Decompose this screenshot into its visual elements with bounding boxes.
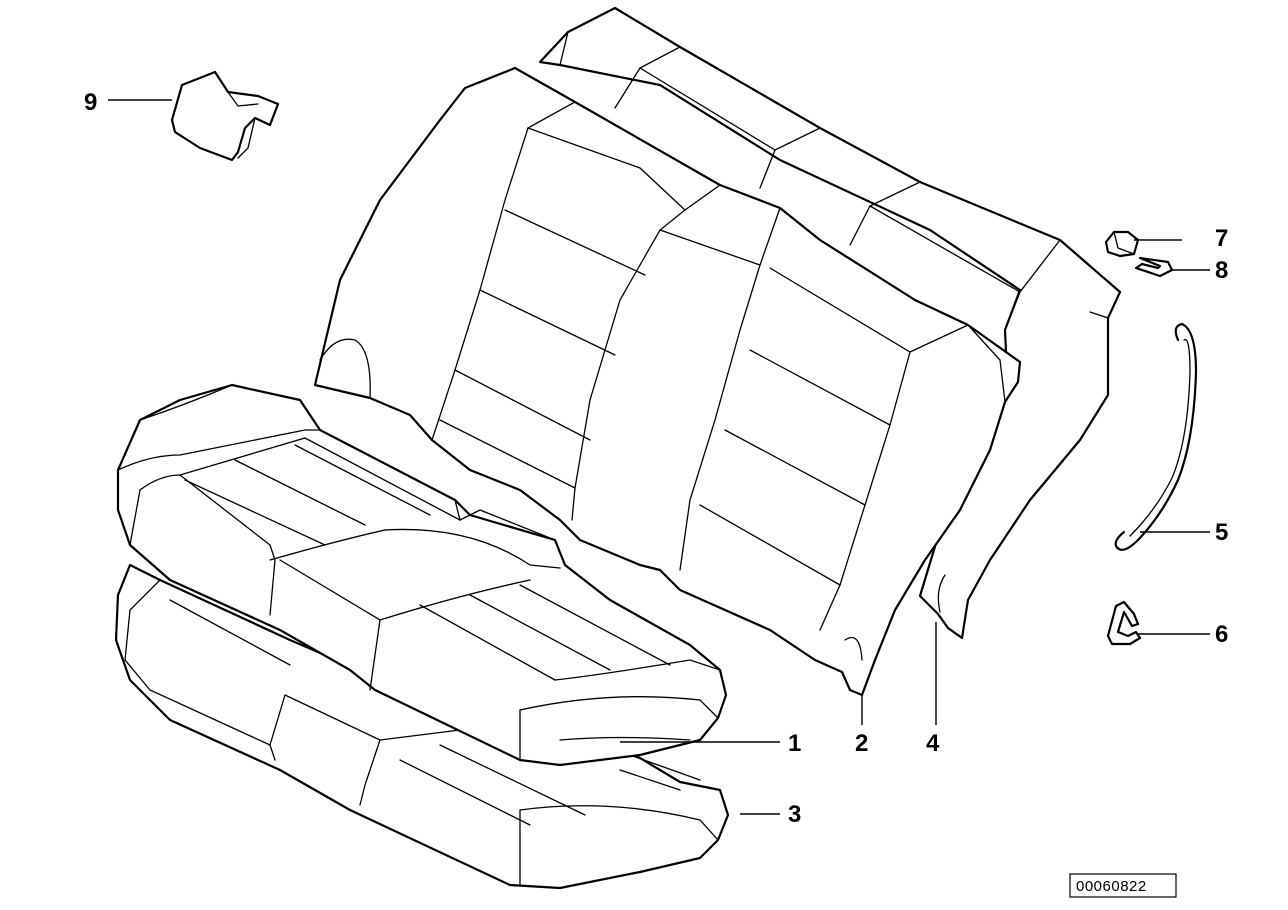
- callout-8: 8: [1215, 257, 1228, 284]
- reference-number: 00060822: [1076, 878, 1147, 895]
- callout-2: 2: [855, 730, 868, 757]
- callout-6: 6: [1215, 621, 1228, 648]
- cover-cap-shape[interactable]: [170, 70, 280, 162]
- callout-1: 1: [788, 730, 801, 757]
- clip-shape[interactable]: [1106, 600, 1142, 646]
- callout-7: 7: [1215, 225, 1228, 252]
- leader-lines: [108, 99, 1210, 815]
- tension-wire-shape[interactable]: [1114, 322, 1198, 551]
- reference-number-box: 00060822: [1069, 873, 1177, 898]
- bracket-clip-shape[interactable]: [1134, 256, 1174, 278]
- callout-3: 3: [788, 801, 801, 828]
- callout-labels: 9 1 2 3 4 5 6 7 8: [84, 89, 1228, 828]
- callout-4: 4: [926, 730, 940, 757]
- clamp-shape[interactable]: [1104, 230, 1140, 258]
- callout-5: 5: [1215, 519, 1228, 546]
- callout-9: 9: [84, 89, 97, 116]
- backrest-cover-shape[interactable]: [313, 66, 1022, 697]
- seat-cushion-cover-shape[interactable]: [116, 383, 728, 767]
